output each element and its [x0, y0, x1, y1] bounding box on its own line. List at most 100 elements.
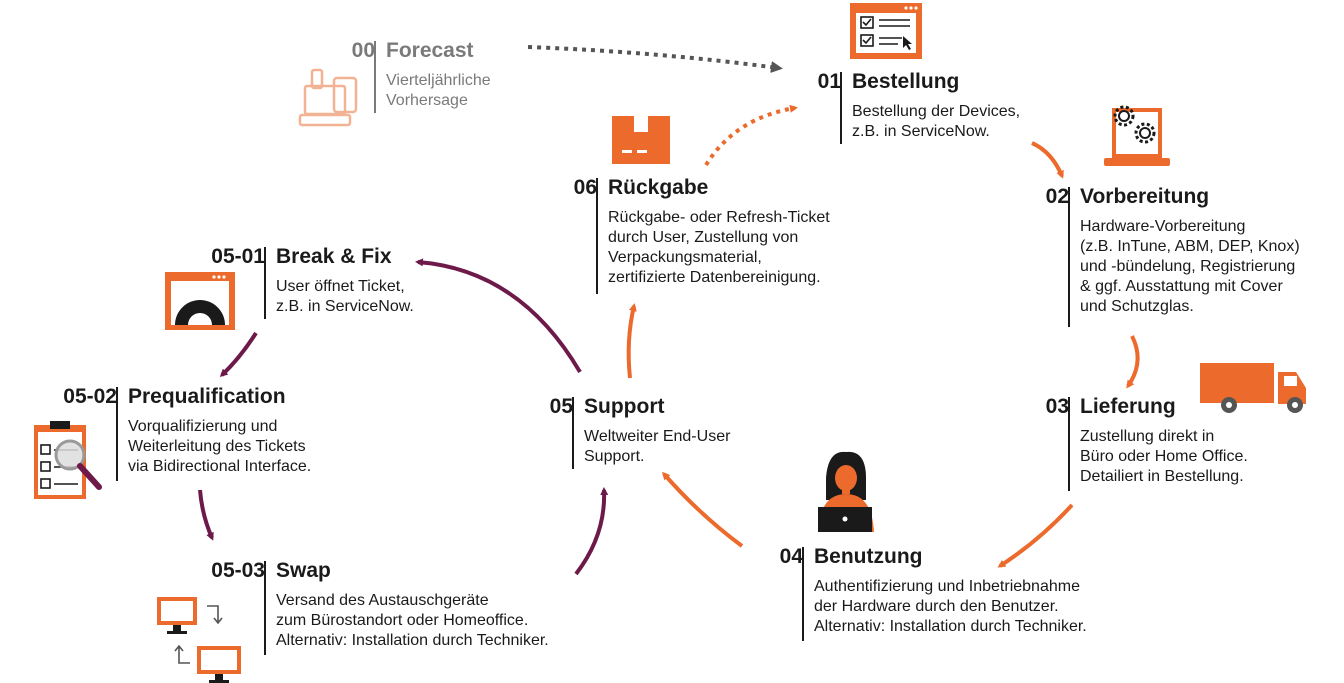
step-number: 06: [573, 176, 597, 199]
step-title: Prequalification: [128, 385, 286, 408]
arrow-benutzung-to-support: [662, 471, 744, 548]
step-description: Hardware-Vorbereitung (z.B. InTune, ABM,…: [1080, 217, 1300, 317]
desc-line: Hardware-Vorbereitung: [1080, 218, 1246, 235]
desc-line: Büro oder Home Office.: [1080, 448, 1248, 465]
step-vorbereitung: 02 Vorbereitung Hardware-Vorbereitung (z…: [1046, 184, 1300, 327]
step-support: 05 Support Weltweiter End-User Support.: [550, 394, 730, 469]
desc-line: Weltweiter End-User: [584, 428, 731, 445]
monitor-swap-icon: [157, 597, 241, 683]
desc-line: User öffnet Ticket,: [276, 278, 405, 295]
step-description: Rückgabe- oder Refresh-Ticket durch User…: [608, 208, 830, 288]
divider: [840, 72, 842, 144]
step-number: 05-01: [211, 245, 265, 268]
desc-line: Weiterleitung des Tickets: [128, 438, 306, 455]
arrow-bestellung-to-vorbereitung: [1031, 141, 1064, 179]
step-number: 03: [1045, 395, 1069, 418]
step-description: Versand des Austauschgeräte zum Bürostan…: [276, 591, 549, 651]
desc-line: Bestellung der Devices,: [852, 103, 1021, 120]
step-bestellung: 01 Bestellung Bestellung der Devices, z.…: [818, 69, 1020, 144]
package-box-icon: [612, 116, 670, 164]
delivery-truck-icon: [1200, 363, 1306, 413]
step-swap: 05-03 Swap Versand des Austauschgeräte z…: [211, 558, 549, 655]
divider: [264, 561, 266, 655]
step-description: Bestellung der Devices, z.B. in ServiceN…: [852, 102, 1020, 142]
laptop-gears-icon: [1104, 105, 1170, 166]
desc-line: zum Bürostandort oder Homeoffice.: [276, 612, 529, 629]
desc-line: zertifizierte Datenbereinigung.: [608, 269, 821, 286]
step-number: 05: [549, 395, 573, 418]
arrow-prequal-to-swap: [198, 489, 214, 541]
divider: [802, 547, 804, 641]
desc-line: Zustellung direkt in: [1080, 428, 1215, 445]
desc-line: via Bidirectional Interface.: [128, 458, 312, 475]
step-description: Vorqualifizierung und Weiterleitung des …: [128, 417, 311, 477]
arrow-support-to-breakfix: [415, 258, 582, 374]
step-description: User öffnet Ticket, z.B. in ServiceNow.: [276, 277, 414, 317]
step-prequalification: 05-02 Prequalification Vorqualifizierung…: [63, 384, 311, 481]
desc-line: Authentifizierung und Inbetriebnahme: [814, 578, 1080, 595]
desc-line: z.B. in ServiceNow.: [852, 123, 990, 140]
step-number: 05-02: [63, 385, 117, 408]
divider: [374, 41, 376, 113]
arrow-support-to-rueckgabe: [626, 303, 637, 379]
desc-line: und Schutzglas.: [1080, 298, 1194, 315]
devices-icon: [298, 68, 358, 127]
divider: [116, 387, 118, 481]
step-lieferung: 03 Lieferung Zustellung direkt in Büro o…: [1046, 394, 1248, 491]
arrow-forecast-to-bestellung: [527, 45, 783, 74]
arrow-swap-to-support: [574, 487, 609, 576]
divider: [1068, 397, 1070, 491]
step-number: 02: [1045, 185, 1069, 208]
step-breakfix: 05-01 Break & Fix User öffnet Ticket, z.…: [211, 244, 414, 319]
desc-line: Vorqualifizierung und: [128, 418, 278, 435]
clipboard-magnifier-icon: [34, 421, 102, 499]
step-title: Rückgabe: [608, 176, 709, 199]
step-number: 01: [817, 70, 841, 93]
arrow-breakfix-to-prequal: [219, 331, 258, 378]
desc-line: Verpackungsmaterial,: [608, 249, 762, 266]
desc-line: z.B. in ServiceNow.: [276, 298, 414, 315]
step-title: Forecast: [386, 39, 474, 62]
desc-line: Vierteljährliche: [386, 72, 491, 89]
step-number: 04: [779, 545, 803, 568]
desc-line: & ggf. Ausstattung mit Cover: [1080, 278, 1283, 295]
desc-line: und -bündelung, Registrierung: [1080, 258, 1296, 275]
step-forecast: 00 Forecast Vierteljährliche Vorhersage: [352, 38, 491, 113]
desc-line: Vorhersage: [386, 92, 468, 109]
desc-line: Versand des Austauschgeräte: [276, 592, 489, 609]
step-title: Vorbereitung: [1080, 185, 1210, 208]
divider: [264, 247, 266, 319]
desc-line: Alternativ: Installation durch Techniker…: [814, 618, 1087, 635]
step-number: 05-03: [211, 559, 265, 582]
step-description: Zustellung direkt in Büro oder Home Offi…: [1080, 427, 1248, 487]
arrow-lieferung-to-benutzung: [997, 503, 1074, 568]
arrow-vorbereitung-to-lieferung: [1126, 335, 1140, 389]
desc-line: Support.: [584, 448, 645, 465]
desc-line: Rückgabe- oder Refresh-Ticket: [608, 209, 830, 226]
arrow-rueckgabe-to-bestellung: [704, 104, 798, 167]
step-description: Authentifizierung und Inbetriebnahme der…: [814, 577, 1087, 637]
step-number: 00: [351, 39, 375, 62]
step-title: Bestellung: [852, 70, 960, 93]
desc-line: Alternativ: Installation durch Techniker…: [276, 632, 549, 649]
step-benutzung: 04 Benutzung Authentifizierung und Inbet…: [780, 544, 1087, 641]
step-description: Vierteljährliche Vorhersage: [386, 71, 491, 111]
browser-gear-icon: [165, 272, 235, 330]
desc-line: Detailiert in Bestellung.: [1080, 468, 1244, 485]
divider: [572, 397, 574, 469]
desc-line: durch User, Zustellung von: [608, 229, 799, 246]
step-title: Benutzung: [814, 545, 923, 568]
desc-line: (z.B. InTune, ABM, DEP, Knox): [1080, 238, 1300, 255]
divider: [1068, 187, 1070, 327]
step-title: Swap: [276, 559, 331, 582]
step-title: Lieferung: [1080, 395, 1176, 418]
divider: [596, 178, 598, 294]
user-laptop-icon: [818, 451, 874, 532]
step-title: Break & Fix: [276, 245, 392, 268]
step-description: Weltweiter End-User Support.: [584, 427, 730, 467]
step-rueckgabe: 06 Rückgabe Rückgabe- oder Refresh-Ticke…: [574, 175, 830, 294]
checklist-window-icon: [850, 3, 922, 59]
desc-line: der Hardware durch den Benutzer.: [814, 598, 1059, 615]
step-title: Support: [584, 395, 665, 418]
